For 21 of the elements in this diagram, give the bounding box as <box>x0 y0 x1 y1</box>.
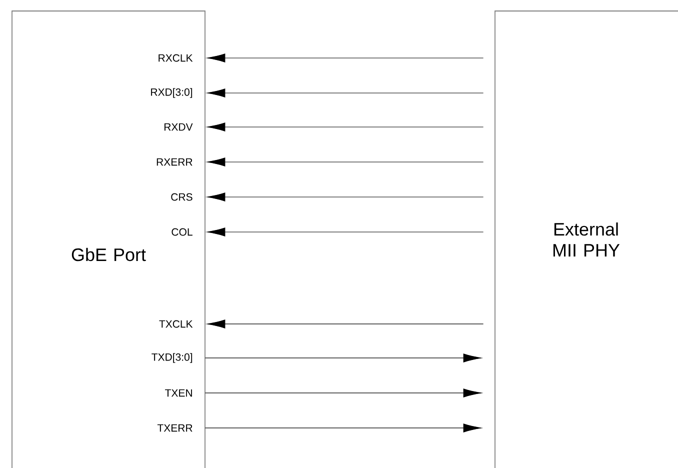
arrow <box>206 320 484 328</box>
signal-label: TXERR <box>157 424 192 432</box>
arrow <box>206 122 484 132</box>
signal-label: RXD[3:0] <box>151 88 192 98</box>
arrow <box>206 54 484 62</box>
arrow <box>206 88 484 98</box>
arrow <box>206 228 484 236</box>
signal-label: RXERR <box>156 158 192 166</box>
arrow <box>206 192 484 202</box>
signal-label: TXCLK <box>159 320 193 328</box>
block-box: External MII PHY <box>494 10 678 468</box>
signal-label: TXD[3:0] <box>152 353 192 363</box>
signal-label: RXDV <box>164 123 193 131</box>
arrow <box>206 158 484 166</box>
arrow <box>204 388 482 398</box>
signal-label: CRS <box>171 193 192 201</box>
arrow <box>204 424 482 432</box>
arrow <box>204 354 482 362</box>
signal-label: RXCLK <box>158 54 193 62</box>
signal-label: COL <box>172 228 192 236</box>
signal-label: TXEN <box>165 389 192 397</box>
